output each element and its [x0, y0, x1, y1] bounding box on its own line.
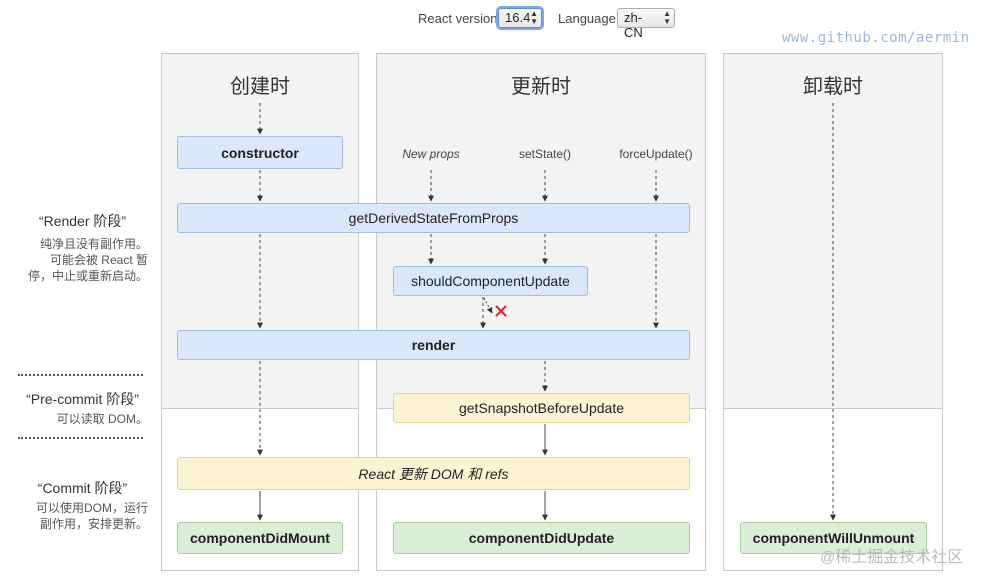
unmount-column: 卸载时	[723, 53, 943, 571]
node-should-component-update: shouldComponentUpdate	[393, 266, 588, 296]
commit-phase-desc: 可以使用DOM，运行 副作用，安排更新。	[36, 501, 148, 531]
toolbar: React version 16.4 ▲▼ Language zh-CN ▲▼	[0, 8, 1002, 40]
node-react-update-dom: React 更新 DOM 和 refs	[177, 457, 690, 490]
update-column: 更新时	[376, 53, 706, 571]
select-stepper-icon: ▲▼	[530, 9, 538, 26]
juejin-watermark: @稀土掘金技术社区	[820, 549, 964, 566]
node-component-did-mount: componentDidMount	[177, 522, 343, 554]
language-select[interactable]: zh-CN ▲▼	[617, 8, 675, 40]
react-version-select[interactable]: 16.4 ▲▼	[498, 8, 542, 28]
node-get-derived-state-from-props: getDerivedStateFromProps	[177, 203, 690, 233]
render-phase-title: “Render 阶段”	[38, 213, 127, 229]
unmount-column-title: 卸载时	[803, 76, 863, 98]
select-stepper-icon: ▲▼	[663, 9, 671, 26]
mount-column-title: 创建时	[230, 76, 290, 98]
node-component-will-unmount: componentWillUnmount	[740, 522, 927, 554]
update-column-title: 更新时	[511, 76, 571, 98]
trigger-new-props: New props	[402, 147, 460, 161]
react-version-label: React version	[418, 11, 498, 26]
render-phase-desc: 纯净且没有副作用。 可能会被 React 暂 停，中止或重新启动。	[27, 237, 148, 283]
phase-divider	[724, 408, 942, 409]
render-phase-band	[724, 54, 942, 408]
trigger-force-update: forceUpdate()	[619, 147, 693, 161]
node-render: render	[177, 330, 690, 360]
github-watermark: www.github.com/aermin	[782, 30, 970, 46]
language-label: Language	[558, 11, 616, 26]
node-get-snapshot-before-update: getSnapshotBeforeUpdate	[393, 393, 690, 423]
node-constructor: constructor	[177, 136, 343, 169]
phase-separator	[18, 374, 143, 376]
precommit-phase-title: “Pre-commit 阶段”	[26, 391, 139, 407]
trigger-set-state: setState()	[518, 147, 572, 161]
phase-divider	[162, 408, 358, 409]
node-component-did-update: componentDidUpdate	[393, 522, 690, 554]
phase-separator	[18, 437, 143, 439]
commit-phase-title: “Commit 阶段”	[37, 480, 128, 496]
precommit-phase-desc: 可以读取 DOM。	[56, 412, 148, 426]
mount-column: 创建时	[161, 53, 359, 571]
react-version-value: 16.4	[505, 10, 531, 25]
language-value: zh-CN	[624, 10, 643, 40]
